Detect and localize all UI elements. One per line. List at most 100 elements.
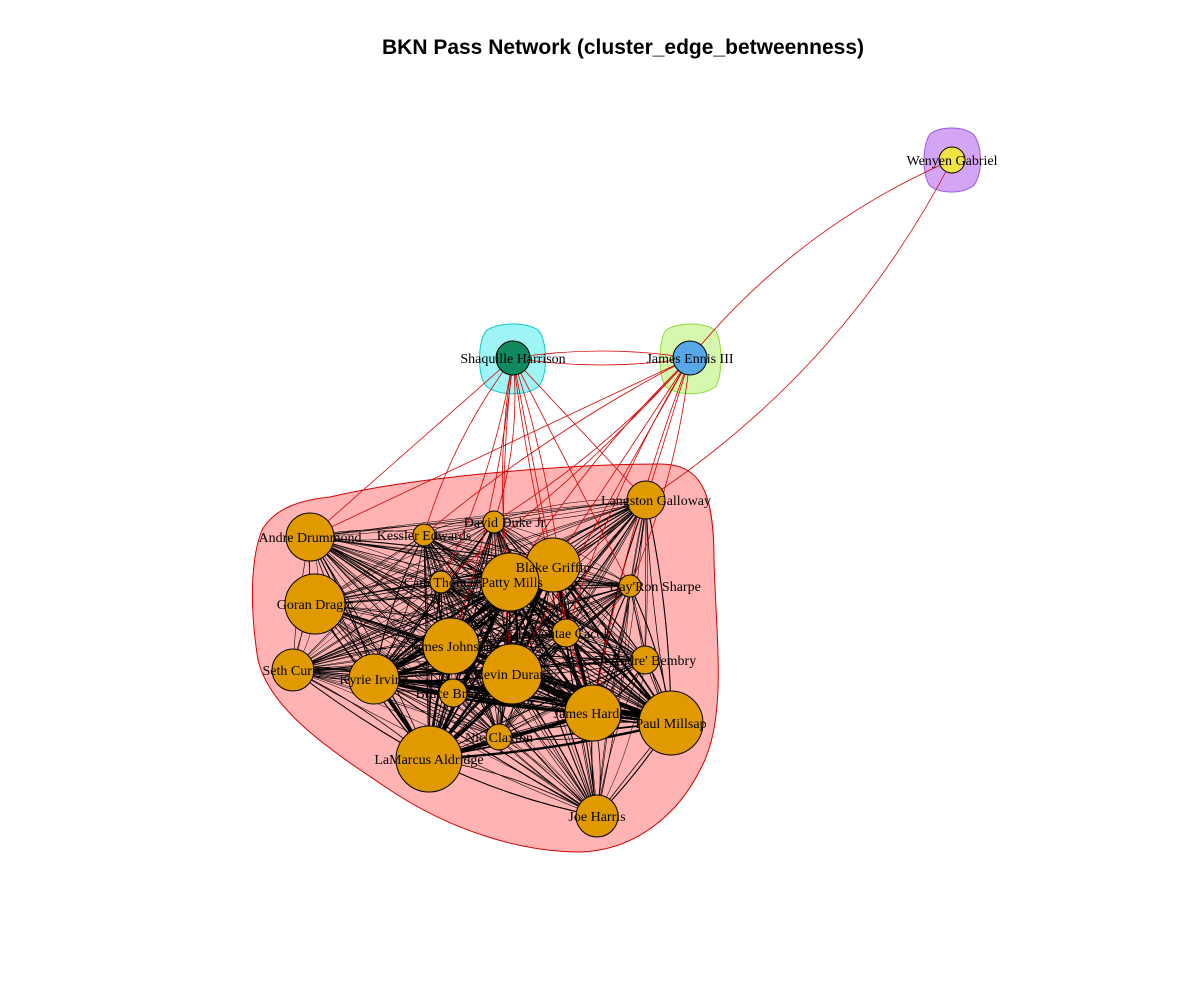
- intra-edge: [440, 499, 647, 583]
- inter-edge: [309, 357, 514, 538]
- node-cacok: [551, 618, 581, 648]
- node-gabriel: [938, 146, 966, 174]
- intra-edge: [314, 499, 647, 605]
- node-johnson: [422, 617, 480, 675]
- node-duke: [482, 510, 506, 534]
- node-label-galloway: Langston Galloway: [601, 494, 711, 509]
- intra-edge: [452, 499, 647, 694]
- inter-edge: [565, 357, 691, 634]
- intra-edge: [423, 534, 672, 724]
- node-brown: [438, 678, 468, 708]
- node-drummond: [285, 512, 335, 562]
- inter-edge: [309, 357, 691, 538]
- intra-edge: [498, 585, 631, 738]
- plot-title: BKN Pass Network (cluster_edge_betweenne…: [381, 36, 864, 59]
- node-label-curry: Seth Curry: [262, 664, 323, 679]
- intra-edge: [452, 585, 631, 694]
- intra-edge: [292, 499, 647, 671]
- node-label-claxton: Nic Claxton: [465, 731, 533, 746]
- node-label-dragic: Goran Dragic: [277, 598, 354, 613]
- node-millsap: [638, 690, 704, 756]
- intra-edge: [423, 499, 647, 536]
- inter-edge: [645, 159, 953, 501]
- intra-edge: [452, 692, 598, 817]
- intra-edge: [314, 603, 646, 661]
- inter-edge: [512, 357, 691, 366]
- node-dragic: [284, 573, 346, 635]
- inter-edge: [511, 357, 691, 675]
- inter-edge: [440, 357, 514, 583]
- inter-edge: [689, 159, 953, 359]
- inter-edge: [629, 357, 691, 587]
- node-label-griffin: Blake Griffin: [516, 561, 591, 576]
- node-bembry: [630, 645, 660, 675]
- node-label-aldridge: LaMarcus Aldridge: [374, 753, 483, 768]
- inter-edge: [493, 357, 516, 523]
- node-durant: [481, 643, 543, 705]
- node-label-millsap: Paul Millsap: [635, 717, 706, 732]
- nodes: [271, 146, 966, 838]
- node-label-harden: James Harden: [554, 707, 633, 722]
- intra-edge: [292, 521, 495, 671]
- inter-edge: [512, 357, 594, 714]
- node-galloway: [626, 480, 666, 520]
- intra-edge: [292, 669, 500, 738]
- node-harden: [564, 684, 622, 742]
- intra-edge: [292, 534, 425, 671]
- intra-edge: [373, 678, 672, 724]
- intra-edge: [452, 659, 646, 694]
- intra-edge: [373, 585, 631, 680]
- node-label-ennis: James Ennis III: [646, 352, 733, 367]
- inter-edge: [592, 357, 691, 714]
- intra-edge: [309, 536, 631, 587]
- node-label-irving: Kyrie Irving: [339, 673, 409, 688]
- intra-edge: [373, 678, 598, 817]
- node-label-edwards: Kessler Edwards: [377, 529, 471, 544]
- node-harris: [575, 794, 619, 838]
- cluster-hulls: [251, 127, 981, 853]
- node-label-harrison: Shaquille Harrison: [460, 352, 565, 367]
- node-ennis: [672, 340, 708, 376]
- node-mills: [480, 552, 540, 612]
- node-aldridge: [395, 725, 463, 793]
- node-label-duke: David Duke Jr.: [464, 516, 548, 531]
- node-label-brown: Bruce Brown: [415, 687, 490, 702]
- inter-edge: [512, 357, 631, 587]
- node-sharpe: [618, 574, 642, 598]
- inter-edge: [423, 357, 514, 536]
- node-label-durant: Kevin Durant: [474, 668, 551, 683]
- intra-edge: [309, 499, 647, 538]
- inter-edge: [512, 357, 567, 634]
- node-thomas: [429, 570, 453, 594]
- node-label-gabriel: Wenyen Gabriel: [907, 154, 998, 169]
- intra-edge: [440, 581, 672, 724]
- node-label-thomas: Cam Thomas: [404, 576, 479, 591]
- node-edwards: [412, 523, 436, 547]
- intra-edge: [423, 499, 647, 536]
- node-label-mills: Patty Mills: [481, 576, 543, 591]
- node-label-harris: Joe Harris: [568, 810, 625, 825]
- node-harrison: [495, 340, 531, 376]
- inter-edge: [512, 357, 647, 501]
- node-claxton: [485, 723, 513, 751]
- node-label-cacok: Devontae Cacok: [518, 627, 611, 642]
- node-label-bembry: DeAndre' Bembry: [594, 654, 696, 669]
- intra-edge: [309, 536, 500, 738]
- node-label-johnson: James Johnson: [409, 640, 493, 655]
- intra-edge: [423, 534, 672, 724]
- inter-edge: [423, 357, 691, 536]
- inter-edge: [512, 350, 691, 359]
- intra-edge: [292, 669, 500, 738]
- node-label-drummond: Andre Drummond: [258, 531, 361, 546]
- intra-edge: [314, 603, 598, 817]
- node-curry: [271, 648, 315, 692]
- inter-edge: [450, 357, 514, 647]
- node-irving: [348, 653, 400, 705]
- inter-edge: [552, 357, 691, 566]
- node-label-sharpe: Day'Ron Sharpe: [609, 580, 701, 595]
- inter-edge: [440, 357, 691, 583]
- intra-edge: [292, 534, 425, 671]
- intra-edge: [452, 659, 646, 694]
